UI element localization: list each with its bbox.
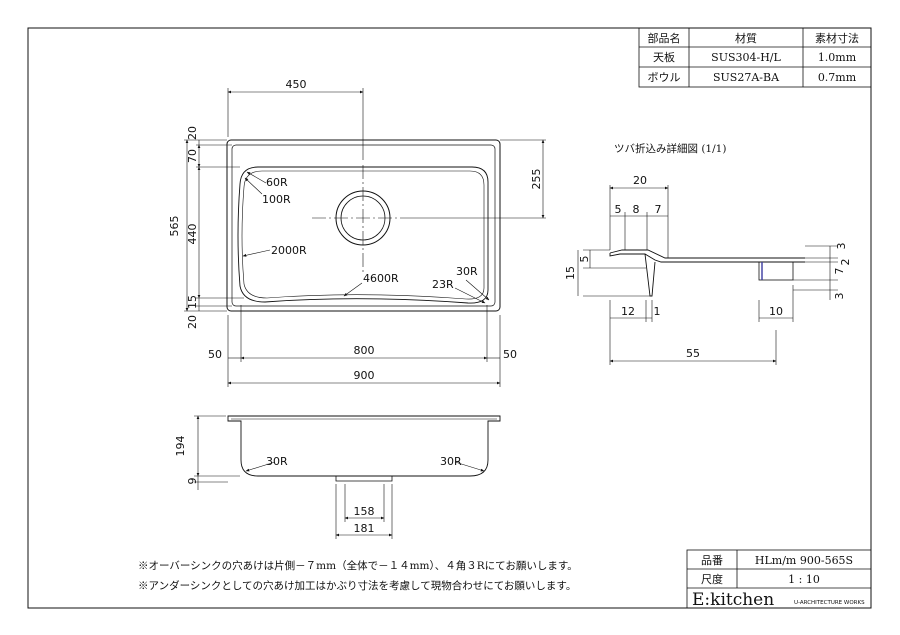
dim-label: 565: [168, 216, 181, 237]
flange-rail: [758, 261, 794, 281]
flange-profile: [609, 249, 805, 259]
sheet-border: [27, 27, 872, 609]
dim-label: 50: [503, 348, 517, 361]
dim-label: 9: [186, 478, 199, 485]
brand-logo: E:kitchen: [692, 590, 774, 610]
dim-label: 2: [839, 259, 852, 266]
dim-label: 55: [686, 347, 700, 360]
radius-label: 4600R: [363, 272, 399, 285]
radius-label: 30R: [456, 265, 478, 278]
title-block: [686, 549, 872, 609]
dim-label: 3: [835, 243, 848, 250]
parts-table-cell: SUS304-H/L: [711, 51, 781, 64]
dim-label: 255: [530, 169, 543, 190]
dim-label: 12: [621, 305, 635, 318]
radius-label: 100R: [262, 193, 291, 206]
dim-label: 158: [354, 505, 375, 518]
radius-label: 60R: [266, 176, 288, 189]
flange-detail: [577, 185, 838, 365]
parts-table-cell: SUS27A-BA: [713, 71, 780, 84]
bowl-outline: [237, 166, 489, 304]
sink-outline-inner: [231, 144, 496, 307]
section-view: [194, 415, 501, 539]
dim-label: 440: [186, 224, 199, 245]
dim-label: 5: [578, 256, 591, 263]
title-block-scale-label: 尺度: [701, 572, 723, 586]
note-line: ※オーバーシンクの穴あけは片側－７mm（全体で－１４mm）、４角３Rにてお願いし…: [138, 559, 578, 572]
flange-detail-title: ツバ折込み詳細図 (1/1): [614, 142, 726, 155]
note-line: ※アンダーシンクとしての穴あけ加工はかぶり寸法を考慮して現物合わせにてお願いしま…: [138, 579, 576, 592]
dim-label: 800: [354, 344, 375, 357]
dim-label: 20: [633, 174, 647, 187]
dim-label: 7: [833, 268, 846, 275]
dim-label: 900: [354, 369, 375, 382]
dim-label: 3: [833, 293, 846, 300]
parts-table-cell: 1.0mm: [818, 51, 857, 64]
bowl-outline-inner: [241, 170, 485, 300]
title-block-product-label: 品番: [701, 554, 723, 567]
dim-label: 70: [186, 149, 199, 163]
dim-label: 10: [769, 305, 783, 318]
parts-table-cell: 0.7mm: [818, 71, 857, 84]
title-block-scale-value: 1 : 10: [788, 573, 820, 586]
dim-label: 20: [186, 315, 199, 329]
dim-label: 50: [208, 348, 222, 361]
brand-subtitle: U-ARCHITECTURE WORKS: [794, 600, 865, 606]
sink-outline-outer: [226, 139, 501, 312]
section-outline: [227, 415, 501, 477]
plan-view: [184, 88, 546, 387]
parts-table-header-material: 材質: [735, 31, 757, 45]
parts-table-cell: 天板: [653, 50, 675, 64]
parts-table-cell: ボウル: [648, 71, 681, 84]
radius-label: 30R: [266, 455, 288, 468]
dim-label: 7: [655, 203, 662, 216]
parts-table-header-size: 素材寸法: [815, 31, 859, 45]
parts-table-header-part: 部品名: [648, 31, 681, 45]
drain-stub: [335, 476, 393, 482]
dim-label: 15: [186, 295, 199, 309]
dim-label: 181: [354, 522, 375, 535]
radius-label: 23R: [432, 278, 454, 291]
radius-label: 30R: [440, 455, 462, 468]
dim-label: 194: [174, 436, 187, 457]
radius-label: 2000R: [271, 244, 307, 257]
dim-label: 15: [564, 266, 577, 280]
title-block-product-value: HLm/m 900-565S: [755, 554, 853, 567]
dim-label: 8: [633, 203, 640, 216]
dim-label: 1: [654, 305, 661, 318]
dim-label: 20: [186, 126, 199, 140]
parts-table: [638, 27, 872, 88]
dim-label: 450: [286, 78, 307, 91]
dim-label: 5: [615, 203, 622, 216]
